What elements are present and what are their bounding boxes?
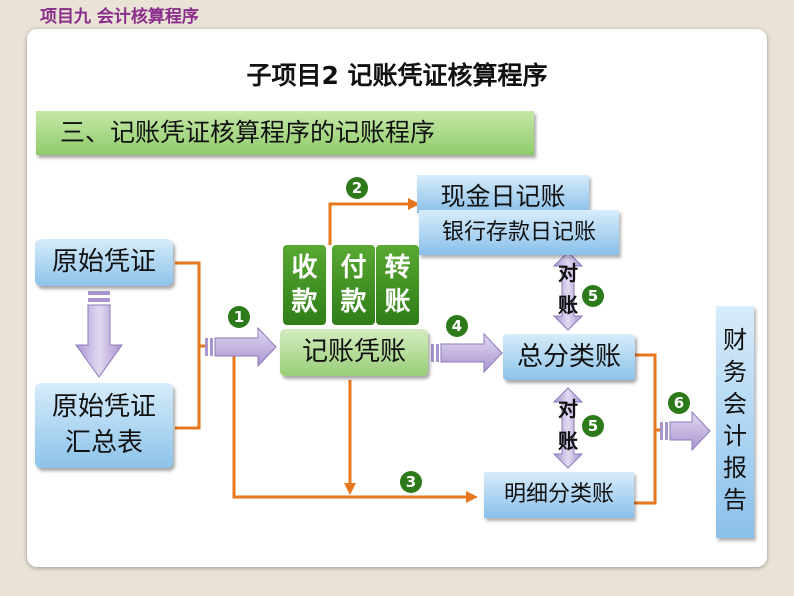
transfer-bottom-char: 账 xyxy=(384,287,411,317)
arrow1-stripe1 xyxy=(205,338,208,356)
receipt-bottom-char: 款 xyxy=(291,287,318,317)
arrow-down-original-to-summary xyxy=(75,304,123,378)
reconcile-bottom-char-1: 对 xyxy=(558,397,578,421)
step-6-badge: 6 xyxy=(668,392,690,414)
bank-journal-box: 银行存款日记账 xyxy=(419,210,619,255)
cash-journal-label: 现金日记账 xyxy=(440,182,566,211)
cash-journal-box: 现金日记账 xyxy=(417,175,589,213)
report-char-5: 报 xyxy=(723,454,747,482)
arrow4-stripe2 xyxy=(436,344,439,362)
report-char-2: 务 xyxy=(723,358,747,386)
section-heading: 三、记账凭证核算程序的记账程序 xyxy=(36,111,534,155)
original-voucher-box: 原始凭证 xyxy=(35,239,173,286)
orange-arrowhead-voucher-down xyxy=(344,483,356,495)
double-arrow-reconcile-top xyxy=(552,251,584,331)
report-char-3: 会 xyxy=(723,390,747,418)
step-5-badge-top: 5 xyxy=(582,285,604,307)
subsidiary-ledger-label: 明细分类账 xyxy=(503,482,614,507)
step-4-badge: 4 xyxy=(446,315,468,337)
voucher-summary-line2: 汇总表 xyxy=(64,428,143,458)
orange-path-2 xyxy=(328,202,408,245)
arrow4-stripe1 xyxy=(431,344,434,362)
arrow6-stripe1 xyxy=(660,422,663,440)
orange-bracket-left xyxy=(175,261,201,430)
orange-arrowhead-2 xyxy=(408,198,420,210)
arrow6-to-report xyxy=(669,410,711,452)
arrow-down-stripe1 xyxy=(88,291,110,295)
step-3-badge: 3 xyxy=(400,471,422,493)
receipt-voucher-tile: 收 款 xyxy=(283,245,326,325)
slide-title: 子项目2 记账凭证核算程序 xyxy=(246,61,548,90)
step-1-badge: 1 xyxy=(228,306,250,328)
voucher-summary-box: 原始凭证 汇总表 xyxy=(35,383,173,468)
arrow-down-stripe2 xyxy=(88,298,110,302)
reconcile-top-char-1: 对 xyxy=(558,261,578,285)
financial-report-box: 财 务 会 计 报 告 xyxy=(716,306,754,538)
payment-top-char: 付 xyxy=(340,253,367,283)
orange-bracket-right xyxy=(634,353,657,505)
arrow1-to-voucher xyxy=(214,326,277,368)
arrow4-to-general-ledger xyxy=(440,332,503,374)
bookkeeping-voucher-box: 记账凭账 xyxy=(280,329,428,376)
double-arrow-reconcile-bottom xyxy=(552,387,584,469)
reconcile-top-char-2: 账 xyxy=(558,293,578,317)
general-ledger-box: 总分类账 xyxy=(503,334,635,380)
report-char-4: 计 xyxy=(723,422,747,450)
payment-bottom-char: 款 xyxy=(340,287,367,317)
transfer-voucher-tile: 转 账 xyxy=(376,245,419,325)
transfer-top-char: 转 xyxy=(384,253,411,283)
voucher-summary-line1: 原始凭证 xyxy=(51,392,156,422)
arrow6-stripe2 xyxy=(665,422,668,440)
chapter-label: 项目九 会计核算程序 xyxy=(40,7,199,27)
arrow1-stripe2 xyxy=(210,338,213,356)
report-char-1: 财 xyxy=(723,326,747,354)
bookkeeping-voucher-label: 记账凭账 xyxy=(301,337,406,367)
orange-arrowhead-3 xyxy=(466,491,478,503)
receipt-top-char: 收 xyxy=(291,253,318,283)
bank-journal-label: 银行存款日记账 xyxy=(441,220,596,245)
reconcile-label-top: 对 账 xyxy=(556,260,580,318)
original-voucher-label: 原始凭证 xyxy=(51,247,156,277)
reconcile-label-bottom: 对 账 xyxy=(556,396,580,454)
step-5-badge-bottom: 5 xyxy=(582,415,604,437)
reconcile-bottom-char-2: 账 xyxy=(558,429,578,453)
payment-voucher-tile: 付 款 xyxy=(332,245,375,325)
general-ledger-label: 总分类账 xyxy=(516,342,621,372)
step-2-badge: 2 xyxy=(346,177,368,199)
orange-path-3 xyxy=(232,346,468,499)
subsidiary-ledger-box: 明细分类账 xyxy=(484,472,634,518)
report-char-6: 告 xyxy=(723,486,747,514)
